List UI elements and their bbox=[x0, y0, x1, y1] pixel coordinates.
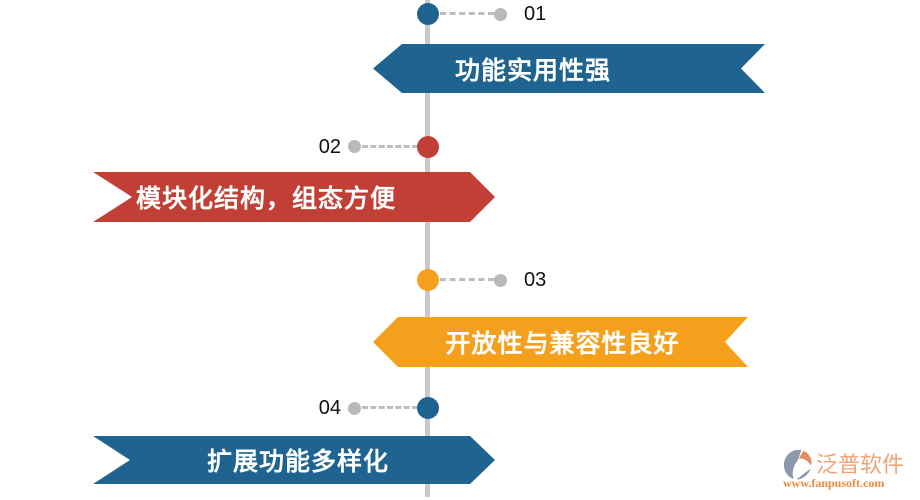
banner-step-01: 功能实用性强 bbox=[373, 44, 765, 93]
dashed-connector bbox=[440, 12, 494, 15]
connector-end-dot bbox=[494, 274, 507, 287]
fanpu-url-text: www.fanpusoft.com bbox=[783, 476, 885, 490]
dashed-connector bbox=[440, 278, 494, 281]
timeline-node-dot-03 bbox=[417, 269, 439, 291]
connector-end-dot bbox=[348, 402, 361, 415]
timeline-node-dot-01 bbox=[417, 3, 439, 25]
dashed-connector bbox=[362, 145, 418, 148]
step-number-02: 02 bbox=[318, 136, 341, 158]
timeline-node-dot-04 bbox=[417, 397, 439, 419]
banner-step-02: 模块化结构，组态方便 bbox=[93, 172, 495, 222]
timeline-node-dot-02 bbox=[417, 136, 439, 158]
banner-step-03: 开放性与兼容性良好 bbox=[373, 317, 748, 367]
connector-end-dot bbox=[494, 8, 507, 21]
connector-end-dot bbox=[348, 140, 361, 153]
banner-label-01: 功能实用性强 bbox=[454, 56, 611, 85]
banner-label-03: 开放性与兼容性良好 bbox=[445, 330, 680, 358]
fanpu-swirl-logo-icon bbox=[783, 449, 812, 480]
step-number-01: 01 bbox=[524, 3, 547, 25]
step-number-03: 03 bbox=[524, 269, 547, 291]
fanpu-watermark: 泛普软件 www.fanpusoft.com bbox=[783, 449, 918, 489]
banner-label-04: 扩展功能多样化 bbox=[206, 448, 389, 476]
fanpu-brand-text: 泛普软件 bbox=[816, 451, 905, 477]
banner-step-04: 扩展功能多样化 bbox=[93, 436, 495, 484]
timeline-spine bbox=[425, 0, 430, 497]
dashed-connector bbox=[362, 406, 418, 409]
banner-label-02: 模块化结构，组态方便 bbox=[135, 185, 396, 213]
step-number-04: 04 bbox=[318, 397, 341, 419]
